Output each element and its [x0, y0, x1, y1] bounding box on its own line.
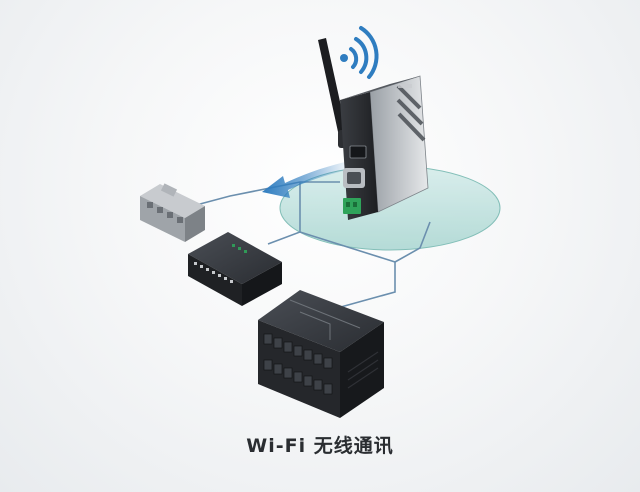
io-module — [140, 183, 205, 242]
data-flow-arrow-icon — [262, 162, 348, 198]
wifi-gateway-device — [340, 75, 429, 220]
plc-controller — [188, 232, 282, 306]
wifi-signal-icon — [340, 26, 379, 79]
network-cables — [184, 181, 431, 311]
large-plc-controller — [258, 290, 384, 418]
diagram-caption: Wi-Fi 无线通讯 — [246, 435, 394, 457]
